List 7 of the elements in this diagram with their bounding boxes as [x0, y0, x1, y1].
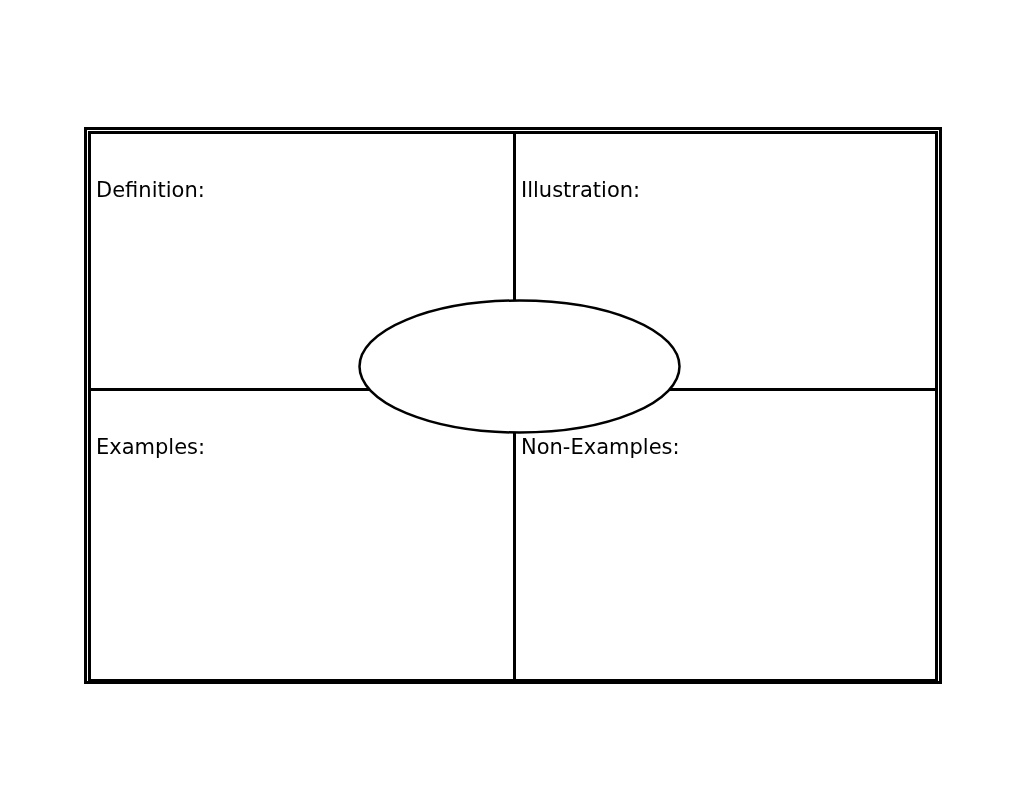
quadrant-heading: Examples: [96, 435, 206, 459]
frayer-quadrant [513, 388, 938, 682]
quadrant-heading: Illustration: [521, 178, 641, 202]
quadrant-heading: Non-Examples: [521, 435, 680, 459]
quadrant-heading: Definition: [96, 178, 205, 202]
frayer-quadrant [88, 388, 516, 682]
outer-frame [84, 127, 942, 684]
